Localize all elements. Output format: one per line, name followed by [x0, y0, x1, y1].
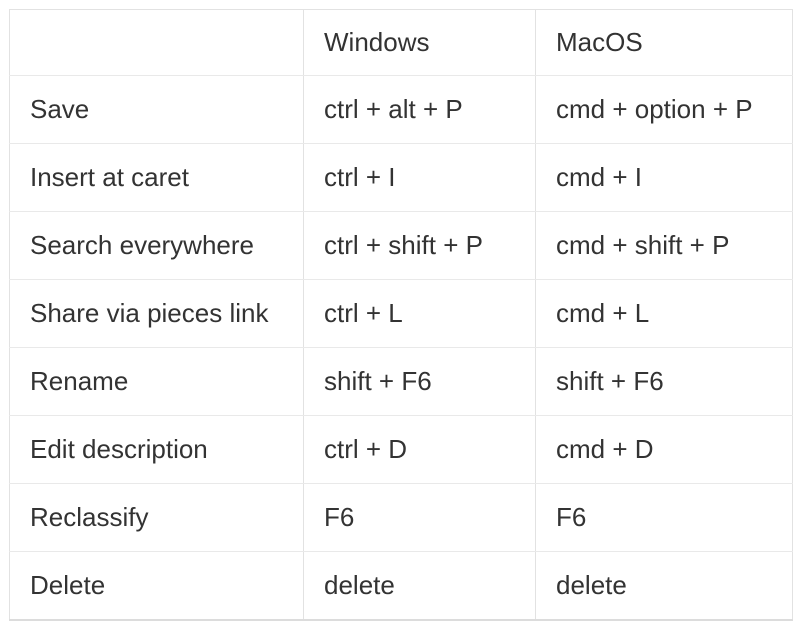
action-cell: Reclassify	[9, 483, 304, 552]
action-cell: Search everywhere	[9, 211, 304, 280]
macos-shortcut-cell: shift + F6	[535, 347, 793, 416]
action-cell: Save	[9, 75, 304, 144]
table-row: Edit description ctrl + D cmd + D	[9, 415, 793, 484]
windows-shortcut-cell: ctrl + L	[303, 279, 536, 348]
macos-shortcut-cell: cmd + D	[535, 415, 793, 484]
macos-shortcut-cell: cmd + L	[535, 279, 793, 348]
table-row: Delete delete delete	[9, 551, 793, 621]
header-cell-windows: Windows	[303, 9, 536, 76]
macos-shortcut-cell: F6	[535, 483, 793, 552]
windows-shortcut-cell: ctrl + D	[303, 415, 536, 484]
action-cell: Rename	[9, 347, 304, 416]
windows-shortcut-cell: ctrl + I	[303, 143, 536, 212]
header-cell-action	[9, 9, 304, 76]
macos-shortcut-cell: cmd + shift + P	[535, 211, 793, 280]
windows-shortcut-cell: ctrl + alt + P	[303, 75, 536, 144]
windows-shortcut-cell: ctrl + shift + P	[303, 211, 536, 280]
table-row: Share via pieces link ctrl + L cmd + L	[9, 279, 793, 348]
action-cell: Insert at caret	[9, 143, 304, 212]
table-row: Insert at caret ctrl + I cmd + I	[9, 143, 793, 212]
macos-shortcut-cell: cmd + option + P	[535, 75, 793, 144]
macos-shortcut-cell: cmd + I	[535, 143, 793, 212]
table-row: Save ctrl + alt + P cmd + option + P	[9, 75, 793, 144]
windows-shortcut-cell: shift + F6	[303, 347, 536, 416]
action-cell: Delete	[9, 551, 304, 621]
table-row: Rename shift + F6 shift + F6	[9, 347, 793, 416]
windows-shortcut-cell: delete	[303, 551, 536, 621]
action-cell: Share via pieces link	[9, 279, 304, 348]
table-header-row: Windows MacOS	[9, 9, 793, 76]
header-cell-macos: MacOS	[535, 9, 793, 76]
table-row: Search everywhere ctrl + shift + P cmd +…	[9, 211, 793, 280]
table-row: Reclassify F6 F6	[9, 483, 793, 552]
windows-shortcut-cell: F6	[303, 483, 536, 552]
macos-shortcut-cell: delete	[535, 551, 793, 621]
keyboard-shortcuts-table: Windows MacOS Save ctrl + alt + P cmd + …	[9, 9, 793, 621]
action-cell: Edit description	[9, 415, 304, 484]
